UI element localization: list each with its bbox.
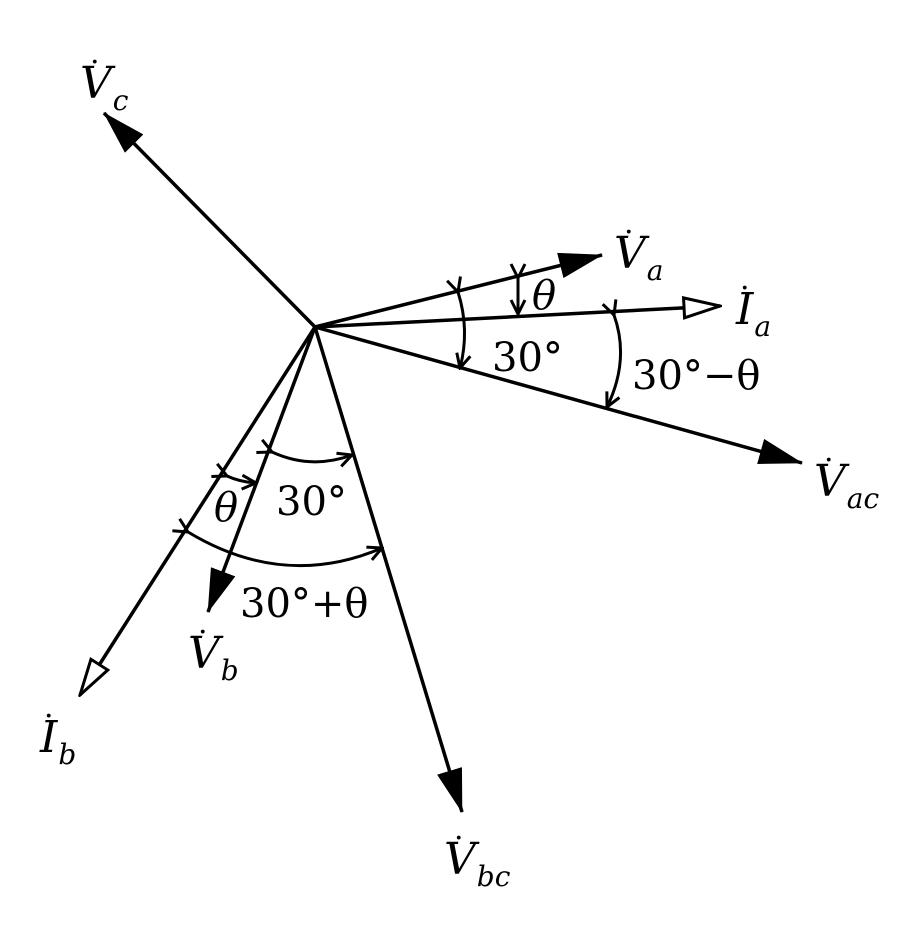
- angle-label-30-a: 30°: [492, 335, 563, 381]
- angle-label-theta-a: θ: [532, 273, 557, 319]
- angle-arc-30-minus-theta: [607, 315, 623, 407]
- label-ia: ·Ia: [736, 271, 772, 343]
- angle-arc-theta-b: [227, 476, 256, 483]
- phasor-vbc-line: [313, 326, 464, 813]
- angle-label-30-minus-theta: 30°−θ: [632, 353, 761, 399]
- label-vb: ·Vb: [188, 615, 239, 687]
- phasor-ia-line: [314, 306, 720, 329]
- angle-arc-30-a: [458, 292, 465, 368]
- phasor-vc-line: [102, 111, 317, 329]
- phasor-ib-line: [80, 326, 317, 695]
- label-vac: ·Vac: [814, 443, 880, 515]
- angle-label-30-plus-theta: 30°+θ: [240, 581, 369, 627]
- phasor-vb-line: [206, 326, 317, 613]
- angle-arc-30-plus-theta: [188, 532, 382, 568]
- angle-label-30-b: 30°: [276, 479, 347, 525]
- label-vbc: ·Vbc: [444, 821, 511, 893]
- label-va: ·Va: [614, 215, 664, 287]
- label-ib: ·Ib: [40, 699, 77, 771]
- label-vc: ·Vc: [80, 45, 129, 117]
- phasor-vac-line: [314, 325, 803, 465]
- angle-arc-30-b: [272, 452, 352, 462]
- angle-label-theta-b: θ: [214, 485, 239, 531]
- phasor-va-line: [314, 252, 603, 329]
